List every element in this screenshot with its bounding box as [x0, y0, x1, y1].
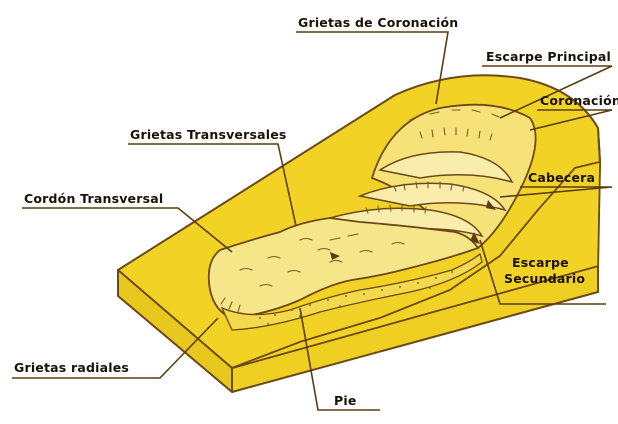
label-escarpe-principal: Escarpe Principal	[486, 50, 611, 64]
label-escarpe-secundario-line2: Secundario	[504, 272, 585, 286]
label-grietas-radiales: Grietas radiales	[14, 361, 129, 375]
label-pie: Pie	[334, 394, 357, 408]
label-cabecera: Cabecera	[528, 171, 595, 185]
label-grietas-coronacion: Grietas de Coronación	[298, 16, 458, 30]
label-cordon-transversal: Cordón Transversal	[24, 192, 163, 206]
label-grietas-transversales: Grietas Transversales	[130, 128, 287, 142]
label-coronacion: Coronación	[540, 94, 618, 108]
label-escarpe-secundario-line1: Escarpe	[512, 256, 569, 270]
